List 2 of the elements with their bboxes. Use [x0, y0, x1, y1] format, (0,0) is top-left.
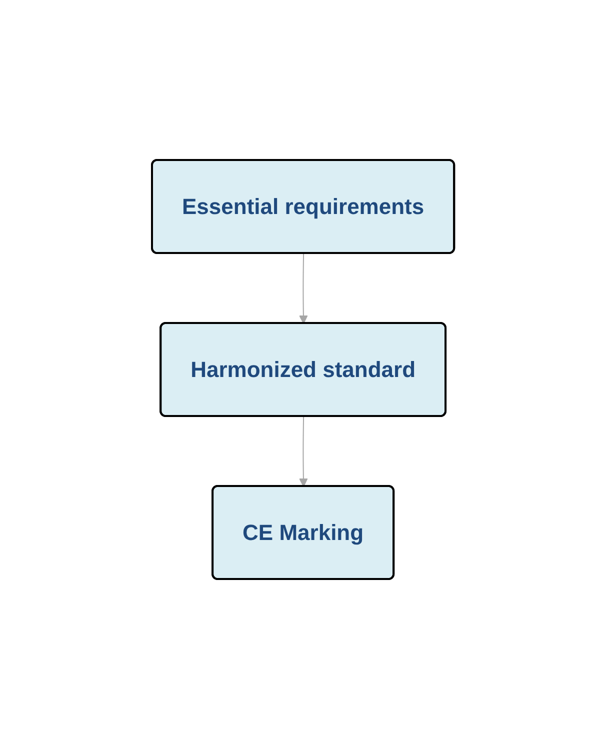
arrow	[298, 416, 308, 486]
arrow	[298, 252, 308, 324]
